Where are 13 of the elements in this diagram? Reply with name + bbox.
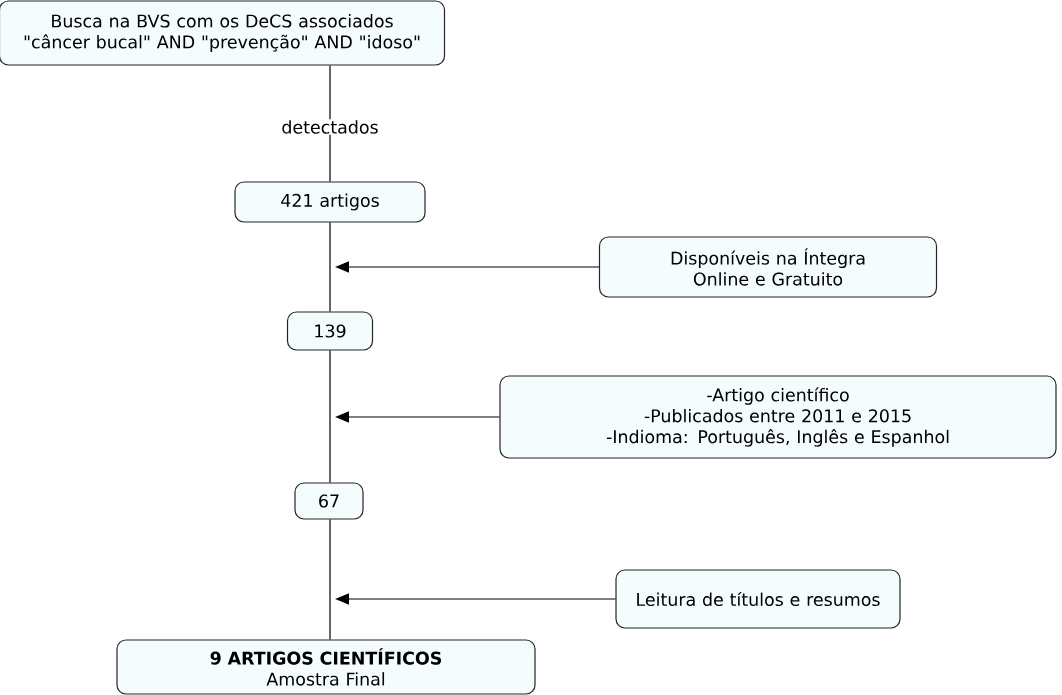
process-box: 9 ARTIGOS CIENTÍFICOS Amostra Final — [116, 639, 536, 695]
connector-line — [329, 519, 331, 640]
process-box: Disponíveis na Íntegra Online e Gratuito — [598, 236, 938, 298]
edge-label: detectados — [280, 119, 380, 135]
process-box: Leitura de títulos e resumos — [615, 569, 901, 629]
process-box: -Artigo científico -Publicados entre 2011 e 2015 -Indioma: Português, Inglês e Espanhol — [499, 375, 1057, 459]
connector-line — [329, 65, 331, 182]
process-box: 67 — [294, 482, 364, 520]
connector-line — [329, 350, 331, 483]
process-box: 139 — [286, 311, 374, 351]
process-box: Busca na BVS com os DeCS associados "câncer bucal" AND "prevenção" AND "idoso" — [0, 0, 446, 66]
connector-line — [329, 222, 331, 312]
process-box: 421 artigos — [234, 181, 426, 223]
